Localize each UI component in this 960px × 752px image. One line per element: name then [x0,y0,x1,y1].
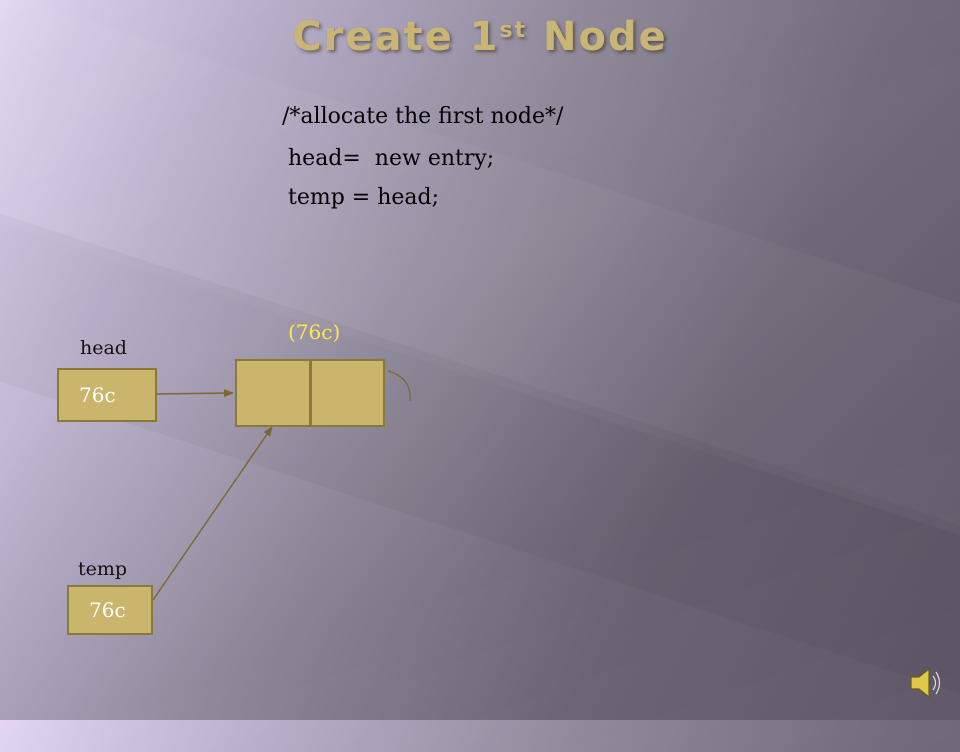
code-line-head-assign: head= new entry; [288,146,495,171]
temp-pointer-value: 76c [89,598,126,622]
head-to-node-arrow [156,389,234,398]
head-pointer-box: 76c [57,368,157,422]
temp-pointer-box: 76c [67,585,153,635]
speaker-icon[interactable] [905,665,945,701]
list-node [235,359,385,427]
title-end: Node [527,14,668,60]
head-pointer-value: 76c [79,383,116,407]
title-main: Create 1 [292,14,500,60]
head-label: head [80,337,127,359]
temp-label: temp [78,558,128,580]
null-link-curve [387,370,411,402]
temp-to-node-arrow [152,426,273,601]
background-stripe [0,0,960,591]
node-data-cell [235,359,312,427]
node-next-cell [311,359,385,427]
title-superscript: st [499,18,528,43]
node-address-label: (76c) [288,320,341,344]
code-line-temp-assign: temp = head; [288,185,440,210]
background-stripe [0,168,960,752]
code-line-comment: /*allocate the first node*/ [282,104,564,129]
slide-title: Create 1st Node [0,14,960,60]
